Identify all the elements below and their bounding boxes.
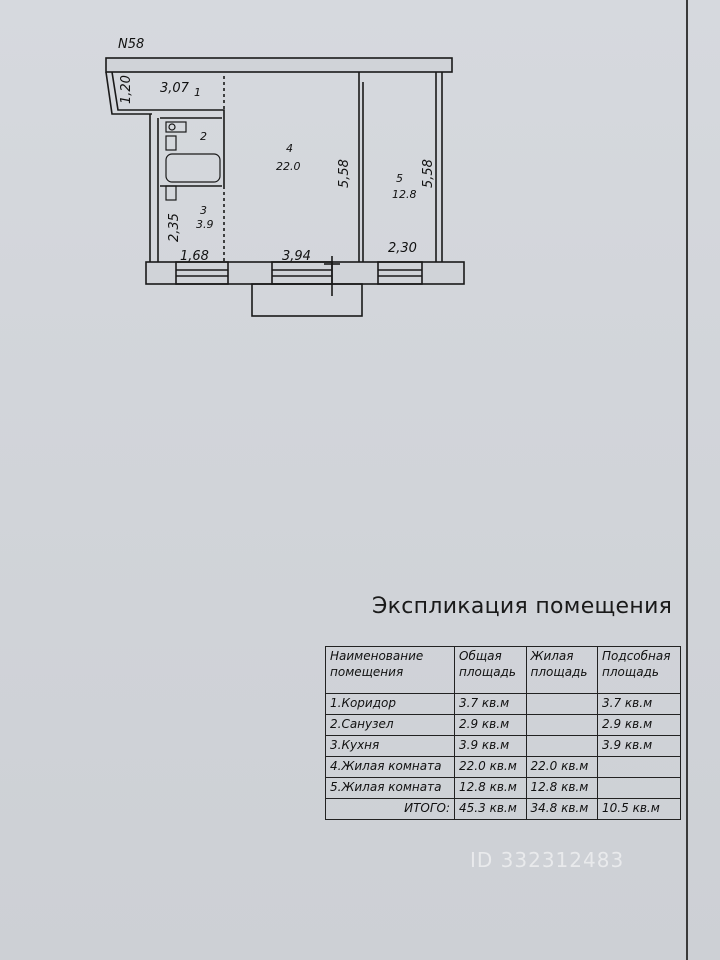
dim-bottom-right: 2,30 [388, 241, 417, 256]
row-total: 3.9 кв.м [454, 735, 527, 757]
watermark: ID 332312483 [470, 848, 625, 872]
row-living: 12.8 кв.м [525, 777, 599, 799]
row-total: 3.7 кв.м [454, 693, 527, 715]
dim-kitchen-height: 2,35 [167, 213, 182, 242]
top-wall [105, 57, 453, 73]
total-aux: 10.5 кв.м [597, 798, 681, 820]
paper-edge-line [686, 0, 688, 960]
dim-bottom-left: 1,68 [180, 249, 209, 264]
dim-room4-height: 5,58 [337, 159, 352, 188]
building-number: N58 [118, 37, 144, 52]
stove-icon [165, 185, 177, 201]
row-name: 2.Санузел [324, 714, 456, 736]
row-aux [597, 777, 681, 799]
table-row: 1.Коридор 3.7 кв.м 3.7 кв.м [324, 693, 681, 715]
room1-number: 1 [194, 86, 201, 99]
total-label: ИТОГО: [324, 798, 456, 820]
table-row: 3.Кухня 3.9 кв.м 3.9 кв.м [324, 735, 681, 757]
row-living: 22.0 кв.м [525, 756, 599, 778]
dim-room5-height: 5,58 [421, 159, 436, 188]
dim-bottom-mid: 3,94 [282, 249, 311, 264]
room3-area: 3.9 [196, 218, 214, 231]
row-total: 22.0 кв.м [454, 756, 527, 778]
bottom-wall [145, 261, 465, 285]
table-row: 4.Жилая комната 22.0 кв.м 22.0 кв.м [324, 756, 681, 778]
room5-number: 5 [396, 172, 403, 185]
row-name: 4.Жилая комната [324, 756, 456, 778]
row-aux: 2.9 кв.м [597, 714, 681, 736]
row-living [525, 714, 599, 736]
corridor-inner-wall [111, 71, 225, 186]
row-total: 2.9 кв.м [454, 714, 527, 736]
row-aux [597, 756, 681, 778]
row-name: 3.Кухня [324, 735, 456, 757]
row-name: 5.Жилая комната [324, 777, 456, 799]
room5-area: 12.8 [392, 188, 417, 201]
room4-area: 22.0 [276, 160, 301, 173]
row-living [525, 735, 599, 757]
row-aux: 3.7 кв.м [597, 693, 681, 715]
row-aux: 3.9 кв.м [597, 735, 681, 757]
room4-number: 4 [286, 142, 293, 155]
balcony [251, 283, 363, 317]
toilet-icon [165, 121, 187, 133]
room2-number: 2 [200, 130, 207, 143]
dim-corridor-height: 1,20 [119, 75, 134, 104]
room3-number: 3 [200, 204, 207, 217]
total-row: ИТОГО: 45.3 кв.м 34.8 кв.м 10.5 кв.м [324, 798, 681, 820]
window-room5 [377, 261, 423, 285]
bathtub-icon [165, 153, 221, 183]
explication-title: Экспликация помещения [372, 594, 673, 619]
table-row: 2.Санузел 2.9 кв.м 2.9 кв.м [324, 714, 681, 736]
row-name: 1.Коридор [324, 693, 456, 715]
sink-icon [165, 135, 177, 151]
table-row: 5.Жилая комната 12.8 кв.м 12.8 кв.м [324, 777, 681, 799]
window-kitchen [175, 261, 229, 285]
dim-corridor-width: 3,07 [160, 81, 190, 96]
row-living [525, 693, 599, 715]
total-living: 34.8 кв.м [525, 798, 599, 820]
total-total: 45.3 кв.м [454, 798, 527, 820]
row-total: 12.8 кв.м [454, 777, 527, 799]
